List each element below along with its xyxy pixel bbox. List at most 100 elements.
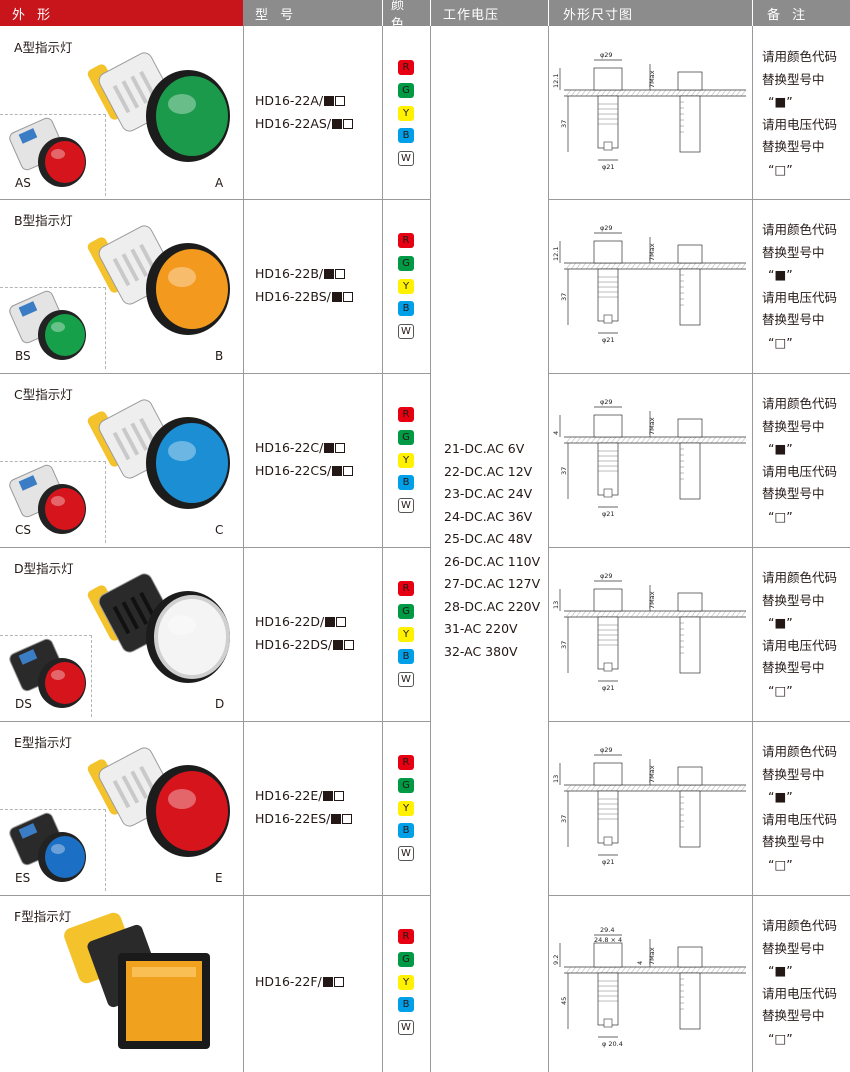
remark-line: 请用颜色代码 — [762, 49, 838, 64]
model-line: HD16-22DS/ — [255, 633, 355, 656]
lamp-type-title: C型指示灯 — [14, 387, 73, 402]
dimension-label: 29.4 — [600, 926, 614, 934]
voltage-item: 22-DC.AC 12V — [444, 463, 533, 479]
voltage-code-placeholder — [335, 96, 346, 106]
grid-hline — [0, 895, 430, 896]
model-line: HD16-22D/ — [255, 610, 354, 633]
model-numbers: HD16-22B/HD16-22BS/ — [255, 262, 353, 308]
dimension-label: 13 — [552, 775, 560, 783]
dimension-label: 7Max — [648, 243, 656, 261]
model-code: HD16-22CS/ — [255, 463, 332, 478]
remark-line: “□” — [768, 334, 793, 350]
dimension-label: 9.2 — [552, 955, 560, 965]
indicator-lamp-photo — [9, 225, 230, 360]
large-variant-tag: E — [215, 871, 223, 885]
voltage-code-placeholder — [334, 791, 345, 801]
dimension-label: φ29 — [600, 572, 613, 580]
grid-vline — [548, 26, 549, 1072]
remark-line: “□” — [768, 508, 793, 524]
model-line: HD16-22B/ — [255, 262, 353, 285]
header-color-label: 颜 色 — [391, 0, 409, 32]
large-variant-tag: B — [215, 349, 224, 363]
grid-hline — [548, 721, 850, 722]
remark-line: 请用颜色代码 — [762, 744, 838, 759]
dimension-label: 7Max — [648, 947, 656, 965]
color-code-placeholder — [324, 269, 335, 279]
remark-line: 替换型号中 — [762, 71, 825, 87]
color-chip-y: Y — [398, 974, 414, 990]
grid-hline — [548, 373, 850, 374]
voltage-list: 21-DC.AC 6V 22-DC.AC 12V 23-DC.AC 24V 24… — [444, 438, 540, 663]
remark-line: “□” — [768, 856, 793, 872]
remark-line: “□” — [768, 161, 793, 177]
grid-vline — [430, 26, 431, 1072]
color-chip-w: W — [398, 672, 414, 688]
grid-hline — [0, 547, 430, 548]
color-code-placeholder — [331, 292, 342, 302]
remarks-text: 请用颜色代码替换型号中“■”请用电压代码替换型号中“□” — [762, 219, 837, 355]
dimension-label: φ21 — [602, 336, 615, 344]
dimension-label: 24.8 × 4 — [594, 936, 622, 944]
model-code: HD16-22F/ — [255, 974, 322, 989]
color-chip-r: R — [398, 60, 414, 75]
voltage-code-placeholder — [343, 466, 354, 476]
color-chip-r: R — [398, 233, 414, 248]
small-variant-tag: CS — [15, 523, 31, 537]
color-chip-g: G — [398, 82, 414, 98]
lamp-type-title: F型指示灯 — [14, 909, 72, 924]
header-remarks-label: 备 注 — [767, 7, 810, 23]
color-code-placeholder — [323, 791, 334, 801]
small-variant-tag: DS — [15, 697, 32, 711]
model-code: HD16-22C/ — [255, 440, 324, 455]
header-model-label: 型 号 — [255, 7, 298, 23]
remark-line: 替换型号中 — [762, 834, 825, 850]
remark-line: 请用颜色代码 — [762, 396, 838, 411]
remark-line: “■” — [768, 94, 793, 110]
grid-vline — [243, 26, 244, 1072]
dimension-label: 4 — [636, 961, 644, 965]
remark-line: “■” — [768, 441, 793, 457]
dimension-label: 37 — [560, 467, 568, 475]
color-code-placeholder — [332, 119, 343, 129]
small-variant-frame — [0, 461, 106, 543]
voltage-code-placeholder — [344, 640, 355, 650]
color-chip-b: B — [398, 997, 414, 1013]
lamp-type-title: E型指示灯 — [14, 735, 72, 750]
voltage-item: 24-DC.AC 36V — [444, 508, 533, 524]
remark-line: 请用颜色代码 — [762, 918, 838, 933]
lamp-type-title: B型指示灯 — [14, 213, 73, 228]
color-chip-w: W — [398, 1020, 414, 1036]
voltage-code-placeholder — [342, 814, 353, 824]
voltage-item: 27-DC.AC 127V — [444, 576, 541, 591]
dimension-label: φ 20.4 — [602, 1040, 623, 1048]
small-variant-tag: ES — [15, 871, 31, 885]
indicator-lamp-photo — [9, 747, 230, 882]
color-code-placeholder — [325, 617, 336, 627]
color-chip-b: B — [398, 301, 414, 317]
remark-line: “■” — [768, 267, 793, 283]
model-line: HD16-22A/ — [255, 89, 353, 112]
color-chip-r: R — [398, 929, 414, 944]
lamp-type-title: D型指示灯 — [14, 561, 74, 576]
remark-line: 替换型号中 — [762, 244, 825, 260]
color-code-placeholder — [324, 443, 335, 453]
small-variant-tag: AS — [15, 176, 31, 190]
remark-line: 请用颜色代码 — [762, 222, 838, 237]
dimension-label: φ29 — [600, 224, 613, 232]
dimension-label: φ21 — [602, 684, 615, 692]
voltage-item: 28-DC.AC 220V — [444, 598, 541, 614]
color-chip-y: Y — [398, 452, 414, 468]
voltage-code-placeholder — [335, 269, 346, 279]
remark-line: 替换型号中 — [762, 592, 825, 608]
dimension-label: φ21 — [602, 858, 615, 866]
model-line: HD16-22AS/ — [255, 112, 354, 135]
grid-hline — [0, 199, 430, 200]
remark-line: 请用颜色代码 — [762, 570, 838, 585]
model-code: HD16-22B/ — [255, 266, 324, 281]
color-code-placeholder — [324, 96, 335, 106]
remarks-text: 请用颜色代码替换型号中“■”请用电压代码替换型号中“□” — [762, 393, 837, 529]
